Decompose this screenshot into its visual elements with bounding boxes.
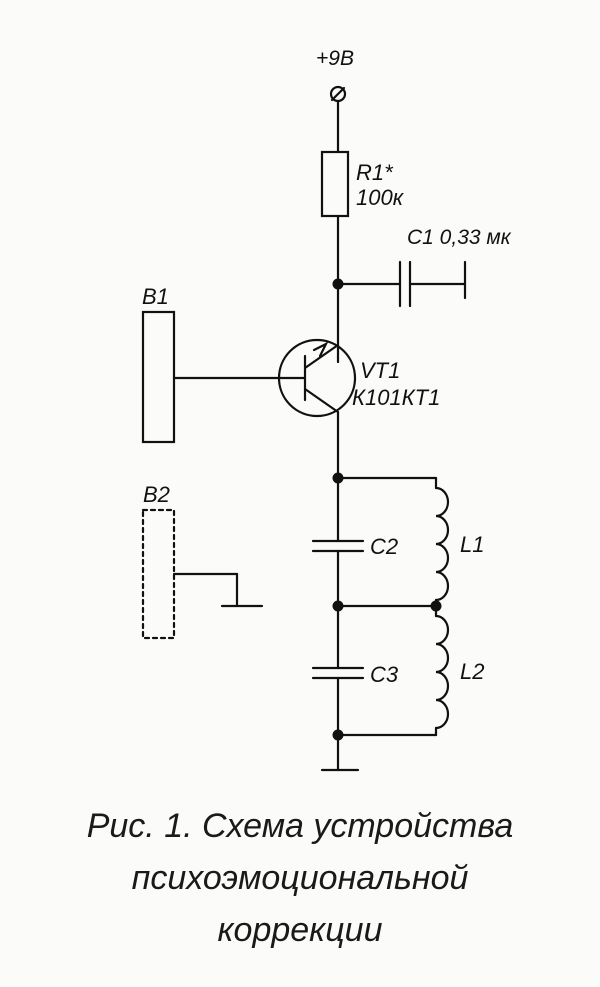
label-l1: L1 — [460, 532, 484, 557]
capacitor-c2 — [311, 539, 365, 553]
transistor-vt1 — [277, 338, 357, 418]
label-r1-name: R1* — [356, 160, 394, 185]
label-vt1-name: VT1 — [360, 358, 400, 383]
label-supply: +9В — [316, 47, 354, 70]
inductor-l1 — [434, 476, 450, 608]
label-b2: B2 — [143, 482, 170, 507]
label-b1: B1 — [142, 284, 169, 309]
electrode-b2 — [141, 508, 176, 640]
supply-terminal — [329, 85, 347, 103]
capacitor-c3 — [311, 666, 365, 680]
caption-line-1: Рис. 1. Схема устройства — [86, 807, 514, 845]
caption-line-3: коррекции — [217, 911, 383, 949]
electrode-b1 — [141, 310, 176, 444]
circuit-schematic: +9В R1* 100к С1 0,33 мк B1 VT1 К101КТ1 B… — [141, 47, 512, 772]
resistor-r1 — [320, 150, 350, 218]
label-vt1-type: К101КТ1 — [352, 385, 440, 410]
label-c1: С1 0,33 мк — [407, 226, 512, 249]
label-l2: L2 — [460, 659, 484, 684]
caption-line-2: психоэмоциональной — [131, 859, 469, 897]
label-c2: С2 — [370, 534, 398, 559]
capacitor-c1 — [398, 260, 412, 308]
figure-caption: Рис. 1. Схема устройства психоэмоциональ… — [0, 800, 600, 956]
inductor-l2 — [434, 604, 450, 737]
junction-dots — [332, 278, 442, 741]
label-c3: С3 — [370, 662, 399, 687]
label-r1-value: 100к — [356, 185, 405, 210]
